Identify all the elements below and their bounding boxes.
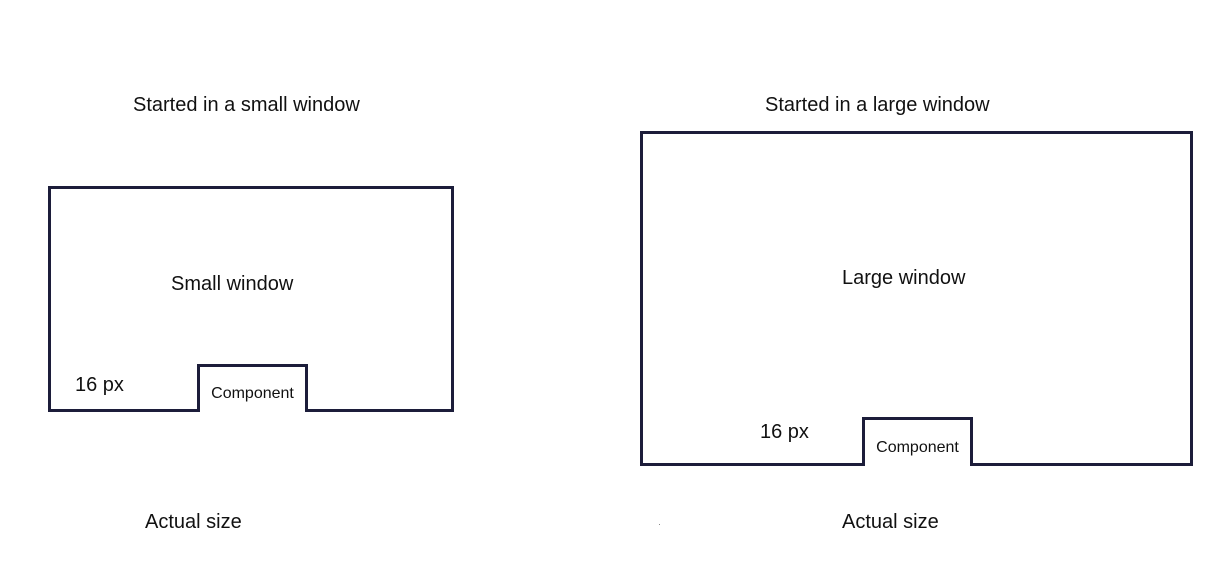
large-window-gap-label: 16 px — [760, 421, 809, 443]
small-window-title: Started in a small window — [133, 94, 360, 116]
large-window-component: Component — [862, 417, 973, 466]
large-window-title: Started in a large window — [765, 94, 990, 116]
large-window-label: Large window — [842, 267, 966, 289]
small-window-component: Component — [197, 364, 308, 412]
small-window-label: Small window — [171, 273, 294, 295]
stray-dot — [659, 524, 660, 525]
small-window-gap-label: 16 px — [75, 374, 124, 396]
small-window-component-label: Component — [211, 385, 294, 402]
large-window-component-label: Component — [876, 439, 959, 456]
large-window-footer: Actual size — [842, 511, 939, 533]
small-window-footer: Actual size — [145, 511, 242, 533]
large-window-frame: Large window 16 px Component — [640, 131, 1193, 466]
small-window-frame: Small window 16 px Component — [48, 186, 454, 412]
